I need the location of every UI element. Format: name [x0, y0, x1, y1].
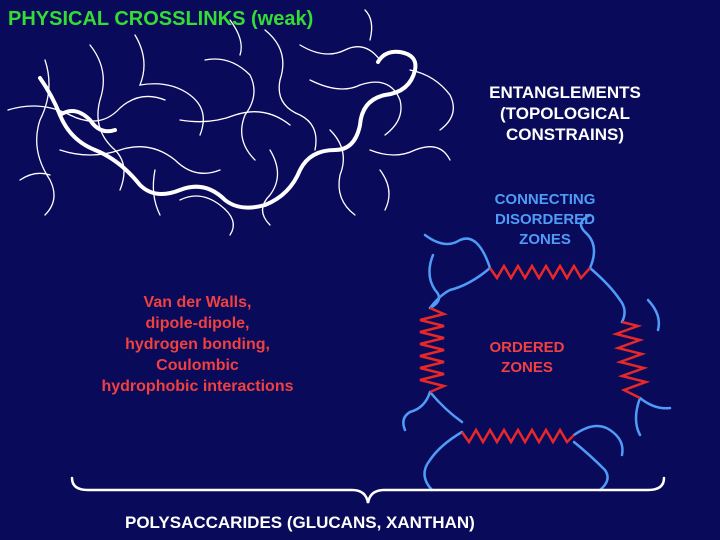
- ordered-zones-label: ORDERED ZONES: [462, 338, 592, 378]
- entanglements-label-line: ENTANGLEMENTS: [489, 83, 641, 102]
- entanglements-label: ENTANGLEMENTS (TOPOLOGICAL CONSTRAINS): [470, 82, 660, 145]
- disordered-chain: [579, 213, 596, 270]
- disordered-chain: [428, 266, 492, 310]
- interaction-forces-list: Van der Walls, dipole-dipole, hydrogen b…: [60, 292, 335, 397]
- disordered-chain: [638, 396, 672, 410]
- polymer-chain: [179, 195, 234, 236]
- entanglement-thick-chains: [38, 49, 418, 210]
- disordered-chain: [572, 440, 609, 492]
- polymer-chain: [261, 149, 279, 226]
- entanglements-label-line: (TOPOLOGICAL: [499, 104, 630, 123]
- force-item: Van der Walls,: [143, 294, 252, 311]
- force-item: Coulombic: [156, 357, 239, 374]
- polymer-chain: [369, 146, 451, 161]
- ordered-zone-right: [611, 320, 651, 400]
- polymer-chain: [329, 129, 356, 216]
- disordered-label-line: DISORDERED: [494, 211, 595, 228]
- disordered-chain: [423, 233, 492, 270]
- thick-polymer-chain: [58, 109, 117, 134]
- disordered-chain: [588, 266, 626, 324]
- polymer-chain: [309, 79, 402, 136]
- ordered-zones: [419, 263, 651, 445]
- entanglements-label-line: CONSTRAINS): [505, 125, 625, 144]
- polymer-chain: [409, 69, 454, 131]
- thick-polymer-chain: [38, 49, 418, 210]
- polymer-chain: [7, 95, 166, 122]
- polymer-chain: [364, 9, 373, 41]
- polymer-chain: [179, 111, 291, 126]
- page-title: PHYSICAL CROSSLINKS (weak): [8, 8, 314, 30]
- force-item: dipole-dipole,: [145, 315, 250, 332]
- disordered-chain: [423, 430, 464, 492]
- polymer-chain: [264, 29, 317, 151]
- ordered-zone-left: [419, 306, 448, 394]
- disordered-zone-chains: [402, 213, 672, 492]
- polymer-chain: [379, 169, 390, 211]
- force-item: hydrophobic interactions: [101, 378, 294, 395]
- entanglement-network: [7, 9, 454, 236]
- polysaccharides-label: POLYSACCARIDES (GLUCANS, XANTHAN): [125, 513, 475, 532]
- polymer-chain: [19, 172, 51, 181]
- disordered-chain: [402, 390, 432, 432]
- disordered-chain: [634, 396, 642, 437]
- disordered-label-line: CONNECTING: [494, 191, 596, 208]
- force-item: hydrogen bonding,: [125, 336, 270, 353]
- disordered-chain: [428, 390, 464, 424]
- ordered-zone-top: [488, 263, 591, 281]
- ordered-label-line: ZONES: [501, 359, 553, 376]
- disordered-chain: [646, 298, 661, 332]
- grouping-brace: [70, 476, 666, 504]
- disordered-label-line: ZONES: [519, 231, 571, 248]
- disordered-zones-label: CONNECTING DISORDERED ZONES: [460, 190, 630, 250]
- disordered-chain: [572, 424, 624, 457]
- polymer-chain: [204, 58, 256, 161]
- polymer-chain: [134, 34, 204, 136]
- polymer-chain: [229, 19, 242, 56]
- polymer-chain: [299, 44, 381, 61]
- ordered-label-line: ORDERED: [489, 339, 565, 356]
- disordered-chain: [428, 253, 441, 310]
- ordered-zone-bottom: [460, 427, 575, 445]
- polymer-chain: [59, 146, 221, 174]
